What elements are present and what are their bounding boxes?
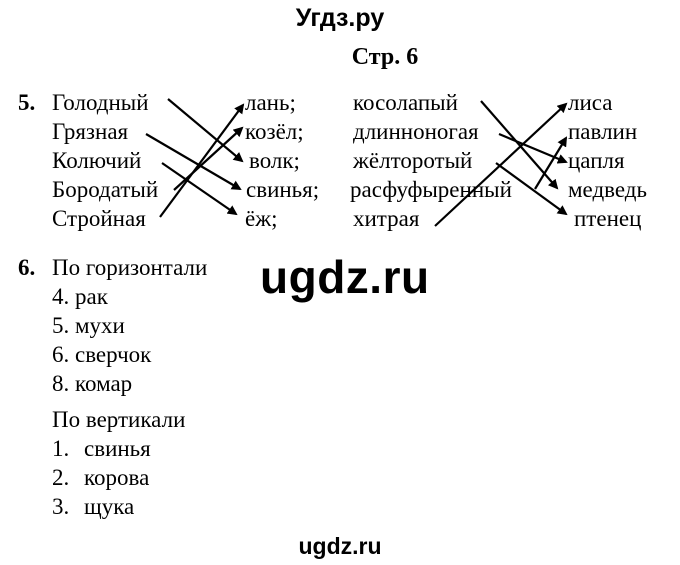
arrow-kosolapy-medved bbox=[480, 100, 559, 190]
adjective: Стройная bbox=[52, 206, 146, 231]
horizontal-answer: 8. комар bbox=[52, 371, 133, 396]
arrow-kolyuchy-yozh bbox=[161, 162, 238, 216]
adjective: Колючий bbox=[52, 148, 142, 173]
animal: медведь bbox=[568, 177, 647, 202]
vertical-answer: щука bbox=[84, 494, 135, 519]
horizontal-answer: 6. сверчок bbox=[52, 342, 152, 367]
animal: птенец bbox=[574, 206, 642, 231]
adjective: расфуфыренный bbox=[350, 177, 512, 202]
vertical-heading: По вертикали bbox=[52, 407, 186, 432]
adjective: хитрая bbox=[353, 206, 420, 231]
vertical-answer: корова bbox=[84, 465, 150, 490]
vertical-number: 1. bbox=[52, 436, 70, 461]
adjective: длинноногая bbox=[353, 119, 479, 144]
animal: цапля bbox=[568, 148, 625, 173]
animal: козёл; bbox=[245, 119, 304, 144]
arrow-borodaty-kozel bbox=[173, 126, 244, 191]
watermark-bottom: ugdz.ru bbox=[298, 533, 382, 559]
animal: лиса bbox=[568, 90, 613, 115]
watermark-center: ugdz.ru bbox=[260, 251, 430, 303]
vertical-answer: свинья bbox=[84, 436, 151, 461]
task5-number: 5. bbox=[18, 90, 36, 115]
site-title: Угдз.ру bbox=[295, 4, 385, 32]
vertical-number: 2. bbox=[52, 465, 70, 490]
animal: волк; bbox=[249, 148, 300, 173]
adjective: косолапый bbox=[353, 90, 458, 115]
horizontal-answer: 5. мухи bbox=[52, 313, 125, 338]
adjective: Бородатый bbox=[52, 177, 159, 202]
horizontal-answer: 4. рак bbox=[52, 284, 108, 309]
arrow-stroynaya-lan bbox=[159, 103, 245, 218]
animal: свинья; bbox=[246, 177, 320, 202]
arrow-khitraya-lisa bbox=[434, 102, 568, 227]
arrow-zheltoroty-ptenets bbox=[495, 162, 568, 216]
adjective: Грязная bbox=[52, 119, 129, 144]
arrow-golodny-volk bbox=[167, 98, 244, 163]
horizontal-heading: По горизонтали bbox=[52, 255, 208, 280]
page-label: Стр. 6 bbox=[351, 44, 419, 70]
animal: павлин bbox=[568, 119, 638, 144]
adjective: жёлторотый bbox=[353, 148, 473, 173]
animal: лань; bbox=[245, 90, 296, 115]
arrow-gryaznaya-svinya bbox=[145, 133, 242, 191]
animal: ёж; bbox=[245, 206, 278, 231]
task6-number: 6. bbox=[18, 255, 36, 280]
arrow-rasfufyrenny-pavlin bbox=[534, 136, 568, 190]
vertical-number: 3. bbox=[52, 494, 70, 519]
adjective: Голодный bbox=[52, 90, 149, 115]
